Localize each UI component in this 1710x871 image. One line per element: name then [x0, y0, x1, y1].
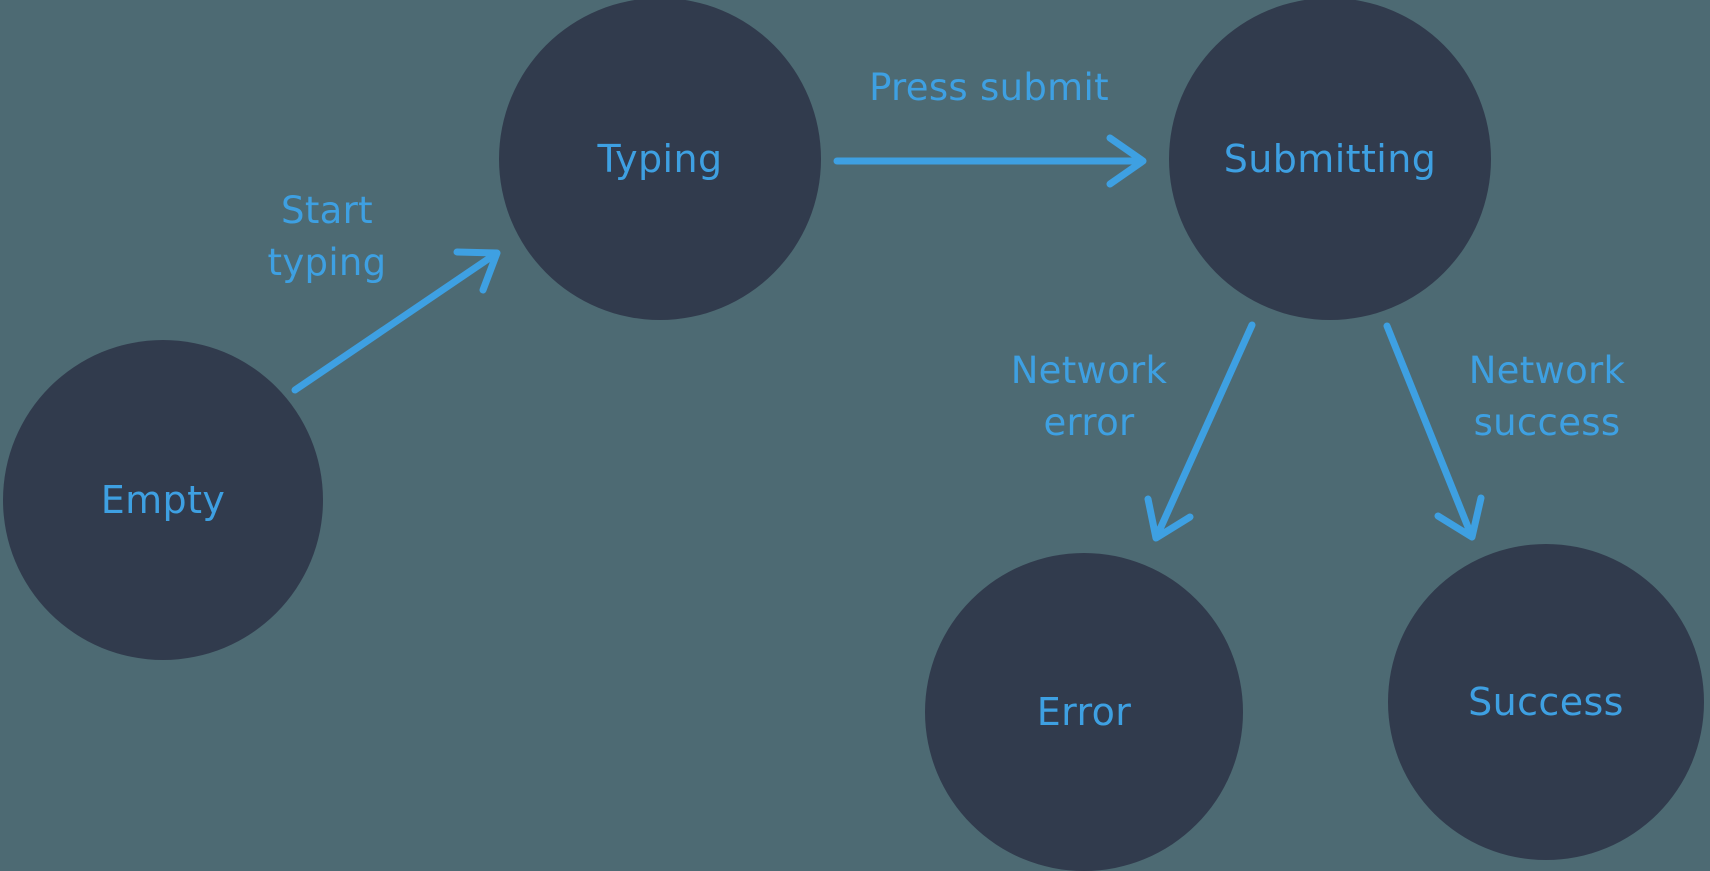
edge-label-network-error-line1: Network	[1010, 349, 1168, 392]
edge-label-network-success-line1: Network	[1468, 349, 1626, 392]
state-label-empty: Empty	[100, 478, 226, 522]
edge-label-start-typing: Start typing	[197, 185, 457, 289]
state-label-success: Success	[1468, 680, 1624, 724]
edge-label-start-typing-line1: Start	[281, 189, 373, 232]
edge-label-press-submit: Press submit	[839, 62, 1139, 114]
state-label-submitting: Submitting	[1223, 137, 1437, 181]
state-label-typing: Typing	[597, 137, 723, 181]
edge-label-network-error: Network error	[959, 345, 1219, 449]
state-node-typing: Typing	[499, 0, 821, 320]
state-label-error: Error	[1036, 690, 1132, 734]
state-node-success: Success	[1388, 544, 1704, 860]
edge-label-start-typing-line2: typing	[267, 241, 387, 284]
edge-label-press-submit-text: Press submit	[869, 66, 1109, 109]
state-node-error: Error	[925, 553, 1243, 871]
edge-label-network-success: Network success	[1417, 345, 1677, 449]
edge-label-network-success-line2: success	[1473, 401, 1621, 444]
state-node-submitting: Submitting	[1169, 0, 1491, 320]
edge-label-network-error-line2: error	[1043, 401, 1135, 444]
state-node-empty: Empty	[3, 340, 323, 660]
arrow-typing-to-submitting	[833, 134, 1147, 188]
